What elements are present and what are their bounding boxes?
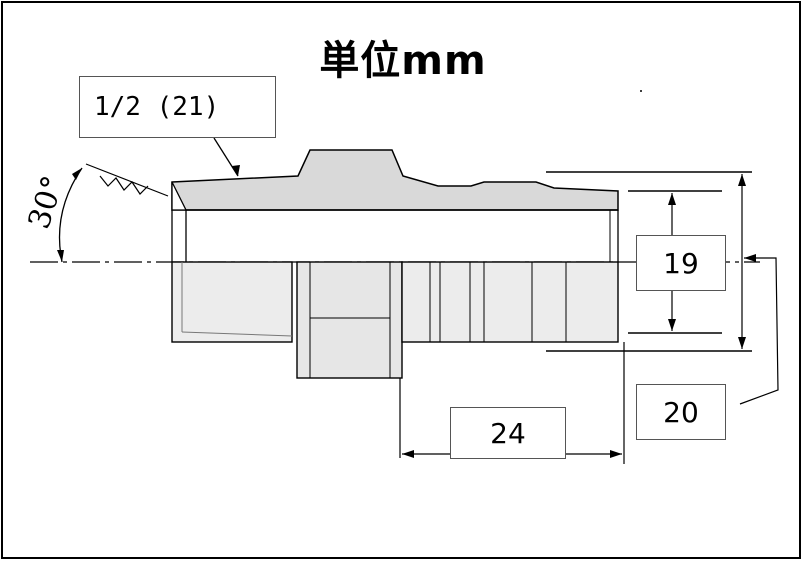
dim-20-arrow-top [738,174,746,186]
page-title: 単位mm [319,38,487,84]
dimension-24-box: 24 [450,407,566,459]
dimension-19-label: 19 [663,246,699,280]
thread-leader-arrow [232,165,240,176]
lower-hex-section [296,261,403,379]
dim-19-arrow-top [668,193,676,205]
dim-19-arrow-bottom [668,319,676,331]
dimension-20-box: 20 [636,384,726,440]
thread-size-label: 1/2 (21) [94,92,220,122]
angle-arrow-top [72,168,82,180]
thread-size-label-box: 1/2 (21) [79,76,276,138]
dimension-20-label: 20 [663,395,699,429]
dimension-24-label: 24 [490,416,526,450]
dim-20-leader [739,257,779,405]
lower-thread-section [171,261,293,343]
stray-dot [640,90,642,92]
angle-ray [85,163,169,197]
thread-bottom-line [181,331,293,337]
lower-plug-section [401,261,619,343]
dim-24-arrow-right [610,450,622,458]
angle-arrow-bottom [57,250,64,262]
thread-profile-symbol [99,175,149,195]
dim-20-leader-arrow [744,254,756,262]
thread-leader-line [213,137,239,177]
upper-section-body [171,149,619,211]
dim-20-arrow-bottom [738,337,746,349]
thread-tip [171,181,188,211]
dim-24-arrow-left [402,450,414,458]
dimension-19-box: 19 [636,235,726,291]
